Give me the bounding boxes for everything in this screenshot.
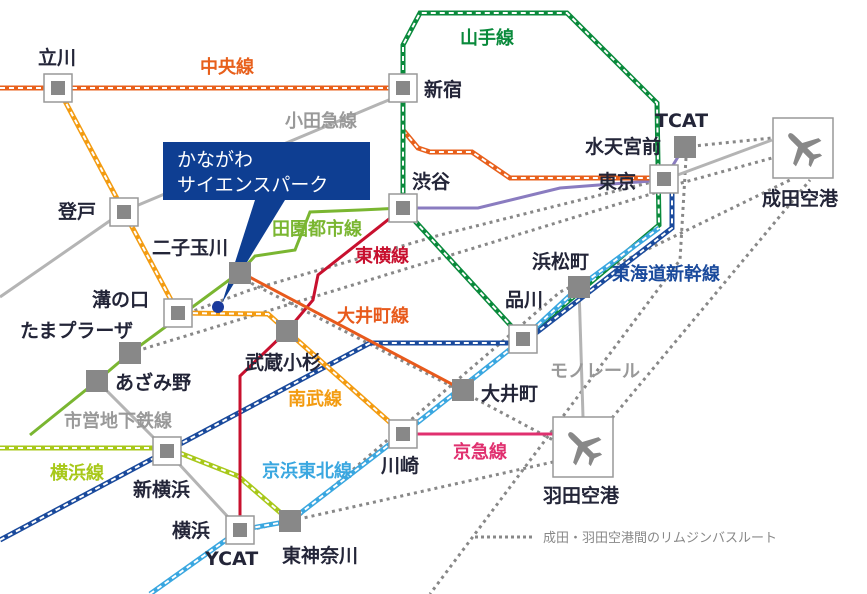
label-oimachi: 大井町 [481,382,538,405]
station-tachikawa[interactable] [43,73,73,103]
airport-narita[interactable] [772,117,834,179]
label-shinyokohama: 新横浜 [133,478,190,501]
legend-limousine-bus: 成田・羽田空港間のリムジンバスルート [543,531,777,546]
label-narita: 成田空港 [762,187,839,210]
airplane-icon [568,432,603,467]
label-oimachi-line: 大井町線 [337,305,409,327]
label-hamamatsucho: 浜松町 [532,250,589,273]
label-futakotamagawa: 二子玉川 [152,237,228,259]
label-yokohama: 横浜 [172,519,210,542]
narita-express-line [663,138,773,182]
label-tamaplaza: たまプラーザ [20,319,133,342]
station-tokyo[interactable] [649,164,679,194]
label-musashikosugi: 武蔵小杉 [245,351,321,374]
label-noborito: 登戸 [57,200,96,223]
label-haneda: 羽田空港 [543,484,620,507]
label-mizonokuchi: 溝の口 [92,288,149,311]
label-higashikanagawa: 東神奈川 [282,544,358,567]
label-ycat: YCAT [204,548,258,570]
yokohama-line [0,445,292,523]
station-hamamatsucho[interactable] [568,276,590,298]
science-park-callout[interactable]: かながわ サイエンスパーク [163,142,370,313]
station-musashikosugi[interactable] [276,320,298,342]
label-azamino: あざみ野 [115,371,191,394]
airport-haneda[interactable] [552,416,614,478]
nambu-line [55,86,405,436]
station-markers [43,73,696,545]
station-yokohama[interactable] [225,515,255,545]
callout-line-1: かながわ [177,149,253,171]
label-shinagawa: 品川 [505,289,543,311]
label-yokohama-line: 横浜線 [50,462,104,484]
monorail-line [577,286,585,418]
label-suitengumae: 水天宮前 [585,135,661,158]
station-futakotamagawa[interactable] [229,262,251,284]
station-tcat[interactable] [674,136,696,158]
yamanote-line [400,10,662,343]
label-tokaido-shinkansen: 東海道新幹線 [612,263,720,285]
science-park-location-marker [212,301,224,313]
station-shinagawa[interactable] [508,324,538,354]
label-odakyu-line: 小田急線 [285,110,357,132]
airplane-icon [788,133,823,168]
label-tcat: TCAT [655,110,708,132]
label-tachikawa: 立川 [38,46,76,69]
oimachi-line [239,270,464,392]
label-keihin-tohoku-line: 京浜東北線 [262,460,352,482]
station-shibuya[interactable] [388,193,418,223]
label-shibuya: 渋谷 [412,170,451,193]
station-azamino[interactable] [86,370,108,392]
station-labels: 立川 新宿 渋谷 東京 TCAT 水天宮前 成田空港 浜松町 品川 大井町 羽田… [20,46,839,570]
label-toyoko-line: 東横線 [355,245,409,267]
station-tamaplaza[interactable] [119,342,141,364]
station-shinjuku[interactable] [388,73,418,103]
label-keikyu-line: 京急線 [453,441,507,463]
station-oimachi[interactable] [452,379,474,401]
station-kawasaki[interactable] [388,419,418,449]
label-chuo-line: 中央線 [200,56,254,78]
station-noborito[interactable] [109,197,139,227]
legend: 成田・羽田空港間のリムジンバスルート [475,531,777,546]
label-kawasaki: 川崎 [380,454,419,477]
label-yamanote-line: 山手線 [460,27,514,49]
label-denentoshi-line: 田園都市線 [272,218,362,240]
label-nambu-line: 南武線 [288,388,342,410]
line-labels: 中央線 山手線 小田急線 田園都市線 東横線 大井町線 東海道新幹線 モノレール… [50,27,720,484]
label-tokyo: 東京 [598,170,636,193]
label-shinjuku: 新宿 [424,78,462,101]
station-shinyokohama[interactable] [152,436,182,466]
callout-line-2: サイエンスパーク [177,174,328,196]
label-subway-line: 市営地下鉄線 [64,410,172,432]
toyoko-line [238,206,404,530]
tokaido-shinkansen-line [0,180,675,543]
label-monorail: モノレール [550,361,640,382]
station-higashikanagawa[interactable] [279,510,301,532]
station-mizonokuchi[interactable] [163,298,193,328]
